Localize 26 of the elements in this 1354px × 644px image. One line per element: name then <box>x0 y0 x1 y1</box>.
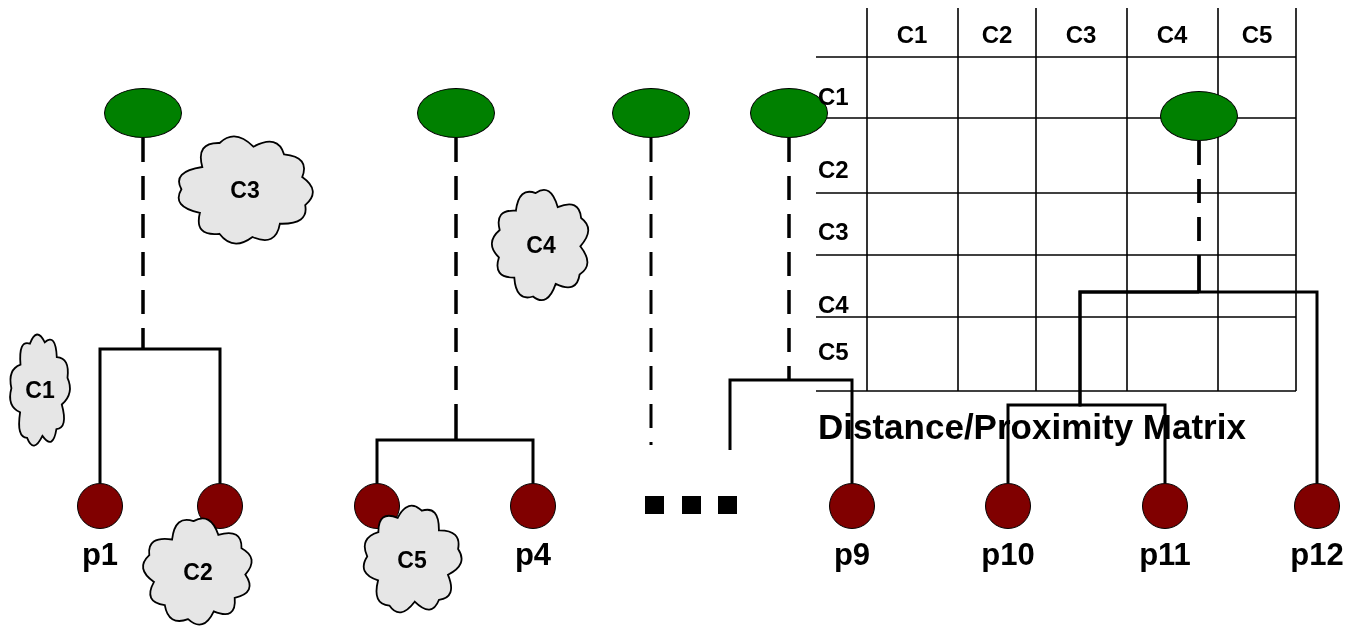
connector-line <box>454 138 535 483</box>
row-header: C4 <box>818 293 849 317</box>
row-header: C3 <box>818 220 849 244</box>
cluster-label: C5 <box>397 548 427 572</box>
column-header: C3 <box>1065 23 1097 47</box>
cluster-label: C4 <box>526 233 556 257</box>
point-label: p9 <box>833 539 871 570</box>
connector-line <box>649 138 653 445</box>
point-label: p12 <box>1290 539 1344 570</box>
connector-line <box>141 138 222 483</box>
connector-line <box>728 138 791 450</box>
point-label: p1 <box>81 539 119 570</box>
column-header: C5 <box>1241 23 1273 47</box>
row-header: C1 <box>818 85 849 109</box>
row-header: C2 <box>818 158 849 182</box>
point-label: p4 <box>514 539 552 570</box>
point-label: p10 <box>981 539 1035 570</box>
row-header: C5 <box>818 340 849 364</box>
column-header: C2 <box>981 23 1013 47</box>
cluster-label: C2 <box>183 560 213 584</box>
column-header: C1 <box>896 23 928 47</box>
column-header: C4 <box>1156 23 1188 47</box>
point-label: p11 <box>1139 539 1191 570</box>
cluster-label: C3 <box>230 178 260 202</box>
cluster-label: C1 <box>25 378 55 402</box>
connector-line <box>1197 141 1319 483</box>
